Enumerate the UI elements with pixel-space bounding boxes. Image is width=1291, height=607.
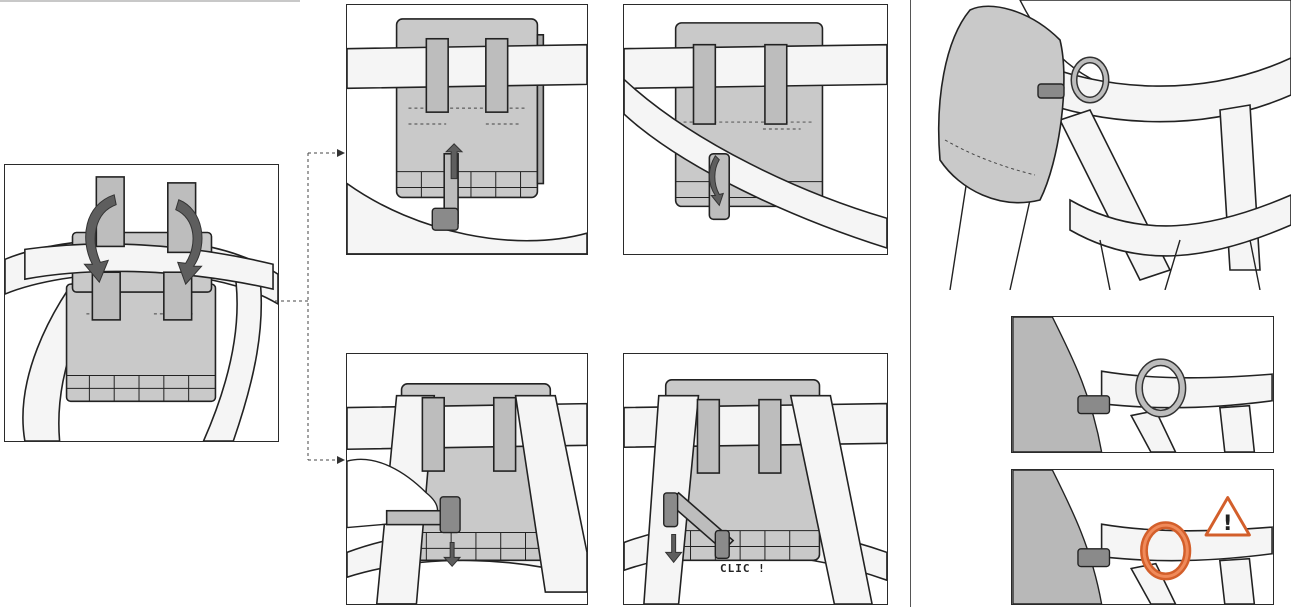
buckle-icon (1038, 84, 1064, 98)
step-3b-panel: CLIC ! (623, 353, 888, 605)
detail-warning-illustration: ! (1012, 470, 1273, 604)
worn-illustration (920, 0, 1291, 290)
step-2a-panel (346, 4, 588, 255)
waist-strap (624, 45, 887, 89)
buckle-icon (664, 493, 678, 527)
warning-triangle-icon: ! (1206, 498, 1249, 537)
warning-symbol: ! (1223, 511, 1233, 536)
leg-strap (1131, 411, 1175, 452)
section-divider (910, 0, 911, 607)
waist-strap (347, 45, 587, 89)
buckle-icon (1078, 396, 1110, 414)
buckle-icon (715, 531, 729, 559)
bag-edge (1013, 470, 1102, 604)
detail-correct-panel (1011, 316, 1274, 453)
worn-panel (920, 0, 1291, 290)
worn-bag (939, 6, 1064, 202)
step-2b-illustration (624, 5, 887, 254)
tab-right (765, 45, 787, 124)
waist-strap (1102, 371, 1272, 407)
tab-right (759, 400, 781, 473)
tab-left (697, 400, 719, 473)
tab-left (426, 39, 448, 112)
step-1-illustration (5, 165, 278, 441)
tab-left (422, 398, 444, 471)
step-1-panel (4, 164, 279, 442)
step-3a-panel (346, 353, 588, 605)
tab-right (486, 39, 508, 112)
clic-label: CLIC ! (720, 562, 766, 575)
step-2a-illustration (347, 5, 587, 254)
step-3a-illustration (347, 354, 587, 604)
buckle-icon (1078, 549, 1110, 567)
tab-right (494, 398, 516, 471)
leg-strap (1220, 559, 1254, 604)
detail-correct-illustration (1012, 317, 1273, 452)
leg-strap (1220, 406, 1254, 452)
tab-left (693, 45, 715, 124)
buckle-icon (440, 497, 460, 533)
step-2b-panel (623, 4, 888, 255)
step-connector (275, 140, 355, 480)
bag-edge (1013, 317, 1102, 452)
detail-warning-panel: ! (1011, 469, 1274, 605)
top-rule (0, 0, 300, 2)
buckle-icon (432, 208, 458, 230)
